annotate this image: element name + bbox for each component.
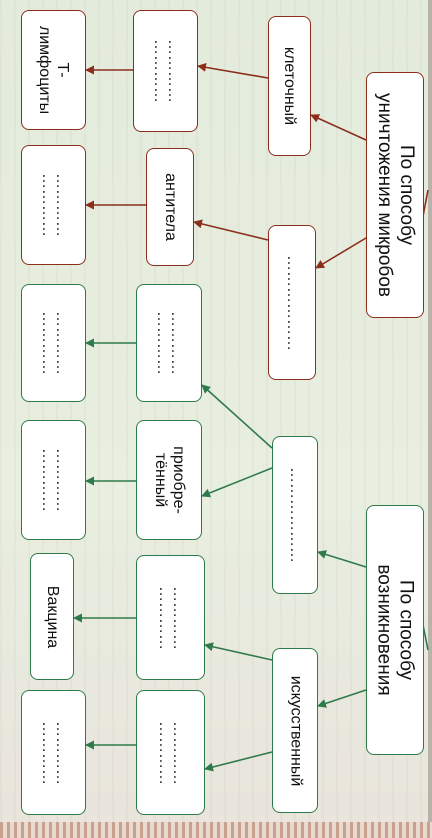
link-origin-to-artificial xyxy=(317,689,367,708)
link-artificial-to-sub1 xyxy=(204,642,273,661)
page-bottom-border xyxy=(0,822,432,838)
node-humoral-blank: ……………… xyxy=(268,225,316,380)
node-antibodies: антитела xyxy=(146,148,194,266)
node-artificial-sub2-leaf: ………… ………… xyxy=(21,690,86,815)
node-artificial-label: искусственный xyxy=(287,675,304,786)
node-natural-sub1-leaf-label: ………… ………… xyxy=(38,311,70,375)
node-natural-sub1-leaf: ………… ………… xyxy=(21,284,86,402)
node-t-lymphocytes: Т- лимфоциты xyxy=(21,10,86,130)
node-antibodies-blank-label: ………… ………… xyxy=(38,173,70,237)
node-natural-blank: ……………… xyxy=(272,436,318,594)
link-artificial-to-sub2 xyxy=(204,751,273,772)
node-artificial-sub1: ………… ………… xyxy=(136,555,205,680)
node-by-origin-label: По способу возникновения xyxy=(374,564,418,696)
node-cellular-blank: ………… ………… xyxy=(133,10,198,132)
link-natural-to-sub1 xyxy=(201,384,273,449)
page-edge xyxy=(428,0,432,838)
node-by-origin: По способу возникновения xyxy=(366,505,424,755)
node-artificial-sub2: ………… ………… xyxy=(136,690,205,815)
node-acquired-label: приобре- тённый xyxy=(152,446,187,514)
node-natural-blank-label: ……………… xyxy=(287,467,304,563)
node-t-lymphocytes-label: Т- лимфоциты xyxy=(36,25,72,115)
node-cellular: клеточный xyxy=(268,16,311,156)
node-natural-sub1-label: ………… ………… xyxy=(154,311,185,375)
node-artificial: искусственный xyxy=(272,648,318,813)
link-humoral-to-antibodies xyxy=(193,219,269,241)
link-root-to-humoral xyxy=(315,237,367,269)
link-origin-to-natural xyxy=(317,550,367,568)
node-natural-sub1: ………… ………… xyxy=(136,284,202,402)
link-root-to-cellular xyxy=(310,114,367,141)
node-acquired-leaf-label: ………… ………… xyxy=(38,448,70,512)
node-artificial-sub1-label: ………… ………… xyxy=(155,585,187,650)
node-by-destruction: По способу уничтожения микробов xyxy=(366,72,424,318)
node-by-destruction-label: По способу уничтожения микробов xyxy=(374,93,417,297)
node-artificial-sub2-leaf-label: ………… ………… xyxy=(38,720,70,785)
node-antibodies-blank: ………… ………… xyxy=(21,145,86,265)
node-cellular-label: клеточный xyxy=(281,46,299,126)
node-acquired: приобре- тённый xyxy=(136,420,202,540)
node-vaccine-label: Вакцина xyxy=(44,585,61,648)
node-acquired-leaf: ………… ………… xyxy=(21,420,86,540)
link-natural-to-acquired xyxy=(201,467,273,498)
node-humoral-blank-label: ……………… xyxy=(284,254,301,351)
node-artificial-sub2-label: ………… ………… xyxy=(155,720,187,785)
node-vaccine: Вакцина xyxy=(30,553,74,680)
node-antibodies-label: антитела xyxy=(162,173,179,241)
node-cellular-blank-label: ………… ………… xyxy=(150,39,182,103)
link-cellular-to-cellular-blank xyxy=(197,62,269,79)
